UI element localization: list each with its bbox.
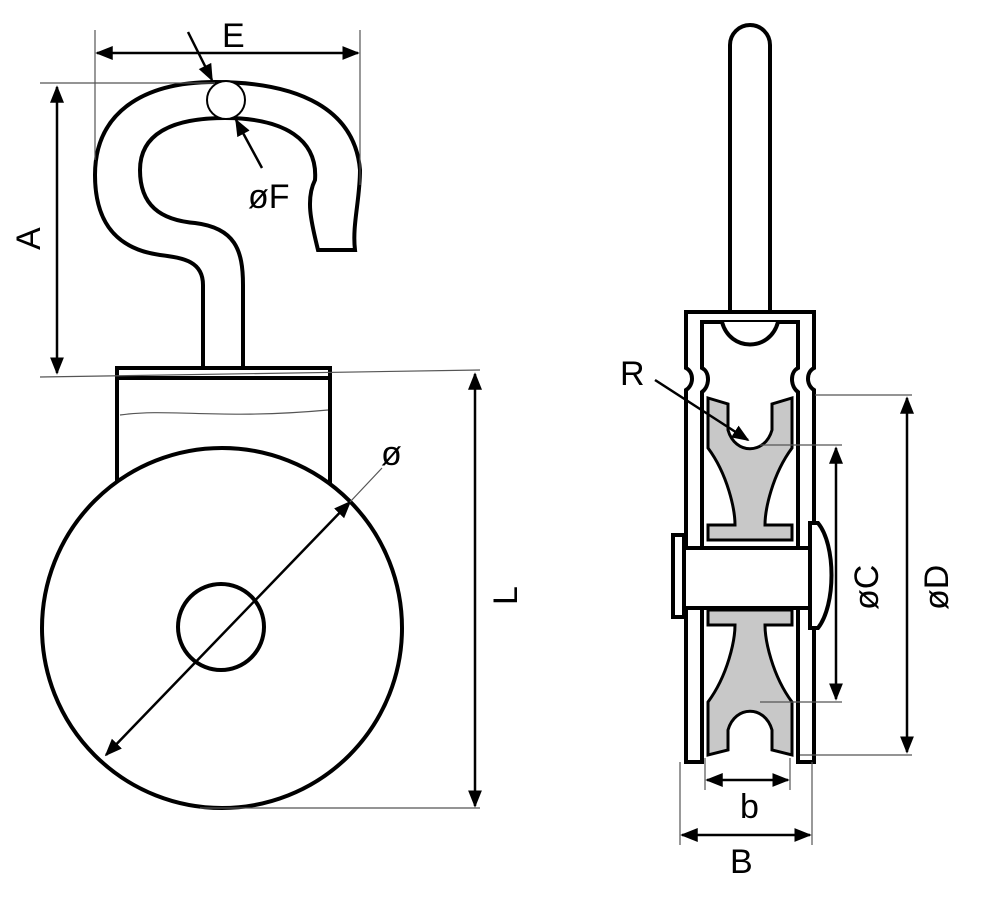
hook: [92, 79, 363, 374]
label-C: øC: [848, 565, 886, 610]
axle: [682, 546, 812, 610]
frame: [684, 310, 816, 764]
dimension-diameter: [104, 500, 352, 757]
label-R: R: [620, 355, 645, 393]
side-view: R øC øD b B: [620, 23, 956, 881]
label-F: øF: [248, 178, 290, 216]
shank: [728, 23, 772, 322]
label-A: A: [10, 227, 48, 250]
sheave-bottom: [706, 608, 794, 757]
hub: [176, 582, 266, 672]
label-b: b: [740, 788, 759, 826]
label-E: E: [222, 17, 245, 55]
label-B: B: [730, 843, 753, 881]
label-diameter: ø: [381, 435, 402, 473]
label-D: øD: [918, 565, 956, 610]
wire-diameter-circle: [206, 80, 246, 120]
label-L: L: [487, 586, 525, 605]
sheave-top: [706, 395, 794, 542]
front-view: E øF A ø L: [10, 17, 525, 810]
